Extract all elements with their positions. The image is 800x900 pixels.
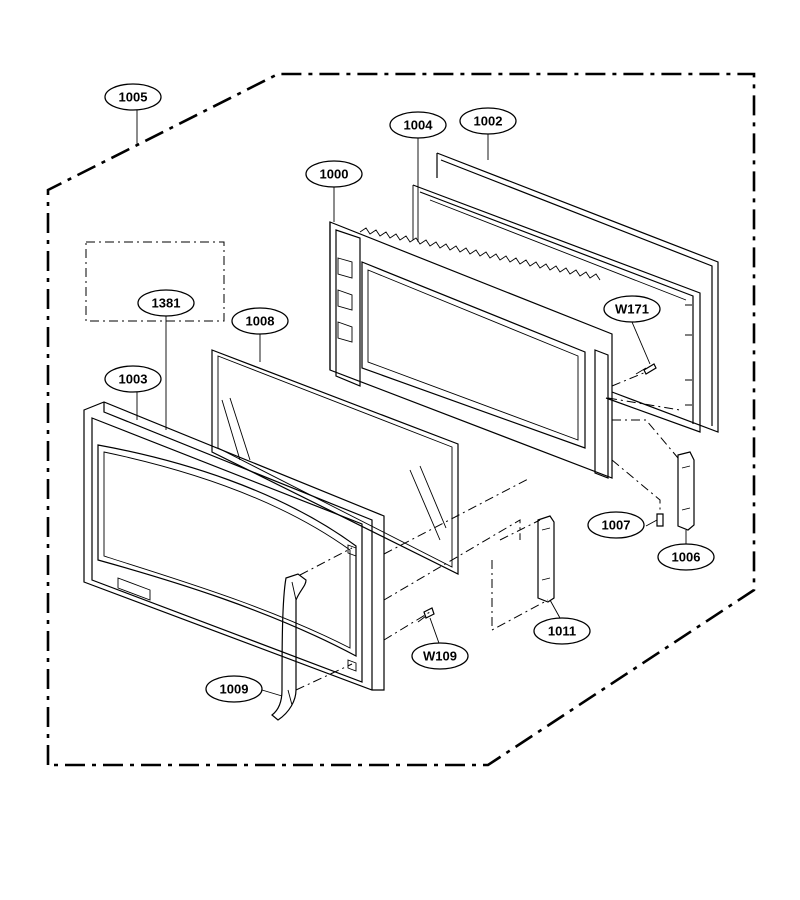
label-1008: 1008 — [231, 307, 289, 335]
label-1003-text: 1003 — [119, 372, 148, 387]
label-W109-text: W109 — [423, 649, 457, 664]
label-1000-text: 1000 — [320, 167, 349, 182]
label-1008-text: 1008 — [246, 314, 275, 329]
label-1003: 1003 — [104, 365, 162, 393]
screw-W109 — [417, 607, 435, 623]
label-1011: 1011 — [533, 617, 591, 645]
label-1004: 1004 — [389, 111, 447, 139]
label-1004-text: 1004 — [404, 118, 434, 133]
label-1381-text: 1381 — [152, 296, 181, 311]
part-1000-door-frame — [329, 221, 613, 479]
subassembly-box-1381 — [85, 241, 225, 322]
screw-W171 — [635, 363, 657, 375]
label-1011-text: 1011 — [548, 624, 576, 639]
label-1005-text: 1005 — [119, 90, 148, 105]
label-1009-text: 1009 — [220, 682, 249, 697]
label-W171-text: W171 — [615, 302, 649, 317]
part-1002-back-panel — [436, 152, 719, 433]
label-W109: W109 — [411, 642, 469, 670]
part-1003-outer-door — [83, 401, 385, 691]
label-1002: 1002 — [459, 107, 517, 135]
part-1004-choke-frame — [412, 184, 701, 433]
assembly-guide-lines — [295, 371, 681, 691]
leader-lines — [136, 110, 687, 697]
label-1381: 1381 — [137, 289, 195, 317]
label-1006-text: 1006 — [672, 550, 701, 565]
assembly-boundary — [46, 72, 756, 767]
part-1011-latch-bar — [537, 515, 555, 603]
part-1007-clip — [656, 513, 664, 527]
part-1006-latch — [677, 451, 695, 531]
label-1006: 1006 — [657, 543, 715, 571]
part-1008-glass-panel — [211, 349, 459, 575]
part-1009-handle — [271, 573, 307, 721]
label-1000: 1000 — [305, 160, 363, 188]
label-1009: 1009 — [205, 675, 263, 703]
label-1007-text: 1007 — [602, 518, 631, 533]
label-1002-text: 1002 — [474, 114, 503, 129]
label-1007: 1007 — [587, 511, 645, 539]
label-1005: 1005 — [104, 83, 162, 111]
label-W171: W171 — [603, 295, 661, 323]
